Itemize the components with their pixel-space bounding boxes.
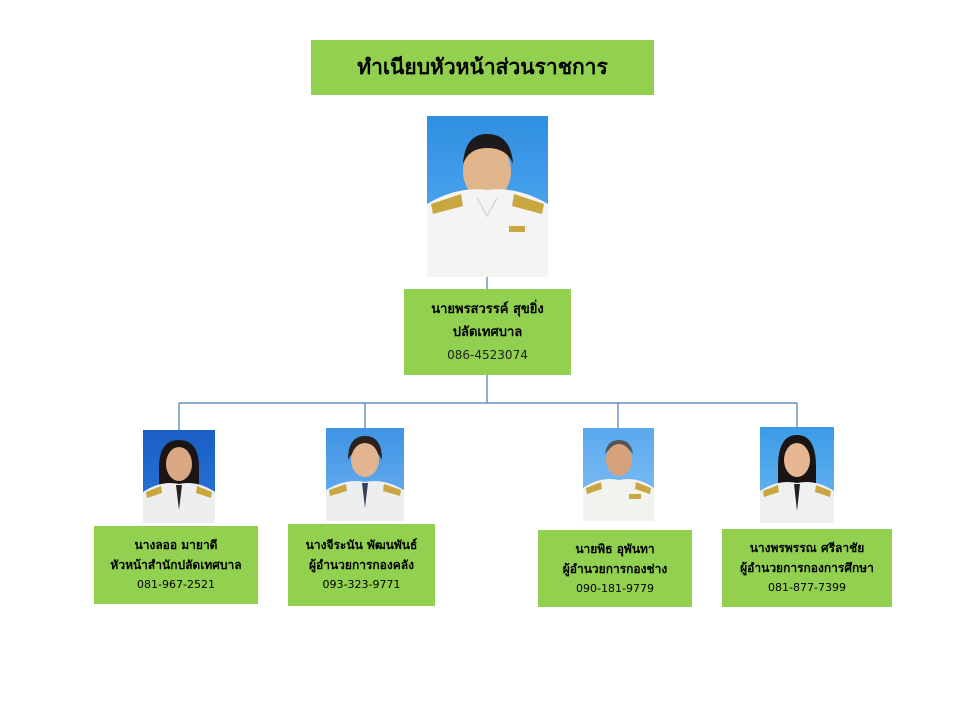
- member-phone: 090-181-9779: [576, 581, 654, 595]
- member-name: นางพรพรรณ ศรีลาชัย: [749, 541, 865, 555]
- member-phone: 081-877-7399: [768, 581, 846, 594]
- head-card: นายพรสวรรค์ สุขยิ่ง ปลัดเทศบาล 086-45230…: [404, 289, 571, 375]
- member-phone: 081-967-2521: [137, 578, 215, 591]
- member-position: ผู้อำนวยการกองคลัง: [309, 558, 414, 572]
- head-position: ปลัดเทศบาล: [452, 324, 523, 340]
- member-photo: [583, 428, 654, 521]
- member-card: นางลออ มายาดี หัวหน้าสำนักปลัดเทศบาล 081…: [94, 526, 258, 604]
- head-phone: 086-4523074: [447, 347, 528, 362]
- member-name: นางลออ มายาดี: [134, 538, 218, 552]
- head-name: นายพรสวรรค์ สุขยิ่ง: [431, 301, 544, 317]
- member-name: นายพิธ อุพันทา: [575, 541, 655, 556]
- member-name: นางจีระนัน พัฒนพันธ์: [305, 538, 418, 552]
- member-card: นางจีระนัน พัฒนพันธ์ ผู้อำนวยการกองคลัง …: [288, 524, 435, 606]
- member-photo: [760, 427, 834, 523]
- page-title: ทำเนียบหัวหน้าส่วนราชการ: [311, 40, 654, 95]
- member-card: นางพรพรรณ ศรีลาชัย ผู้อำนวยการกองการศึกษ…: [722, 529, 892, 607]
- member-position: ผู้อำนวยการกองช่าง: [562, 561, 668, 576]
- head-photo: [427, 116, 548, 277]
- member-photo: [326, 428, 404, 521]
- member-photo: [143, 430, 215, 523]
- member-position: ผู้อำนวยการกองการศึกษา: [740, 561, 874, 575]
- member-position: หัวหน้าสำนักปลัดเทศบาล: [110, 558, 242, 572]
- member-card: นายพิธ อุพันทา ผู้อำนวยการกองช่าง 090-18…: [538, 530, 692, 607]
- member-phone: 093-323-9771: [322, 578, 401, 591]
